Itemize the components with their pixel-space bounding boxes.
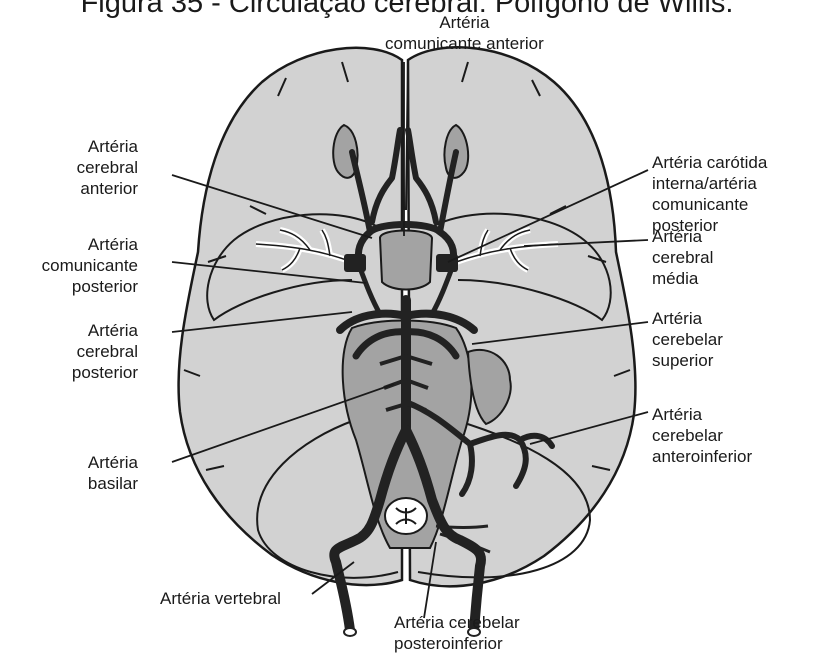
label-cerebral-posterior: Artéria cerebral posterior — [72, 320, 138, 383]
vertebral-left-end — [344, 628, 356, 636]
carotid-right — [436, 254, 458, 272]
label-vertebral: Artéria vertebral — [160, 588, 281, 609]
label-comunicante-posterior-left: Artéria comunicante posterior — [42, 234, 138, 297]
label-cerebelar-anteroinferior: Artéria cerebelar anteroinferior — [652, 404, 752, 467]
label-cerebral-anterior: Artéria cerebral anterior — [77, 136, 138, 199]
label-cerebelar-superior: Artéria cerebelar superior — [652, 308, 723, 371]
label-cerebelar-posteroinferior: Artéria cerebelar posteroinferior — [394, 612, 520, 654]
label-carotida-interna: Artéria carótida interna/artéria comunic… — [652, 152, 767, 236]
label-basilar: Artéria basilar — [88, 452, 138, 494]
label-cerebral-media: Artéria cerebral média — [652, 226, 713, 289]
optic-chiasm-region — [380, 231, 432, 290]
label-comunicante-anterior: Artéria comunicante anterior — [385, 12, 544, 54]
